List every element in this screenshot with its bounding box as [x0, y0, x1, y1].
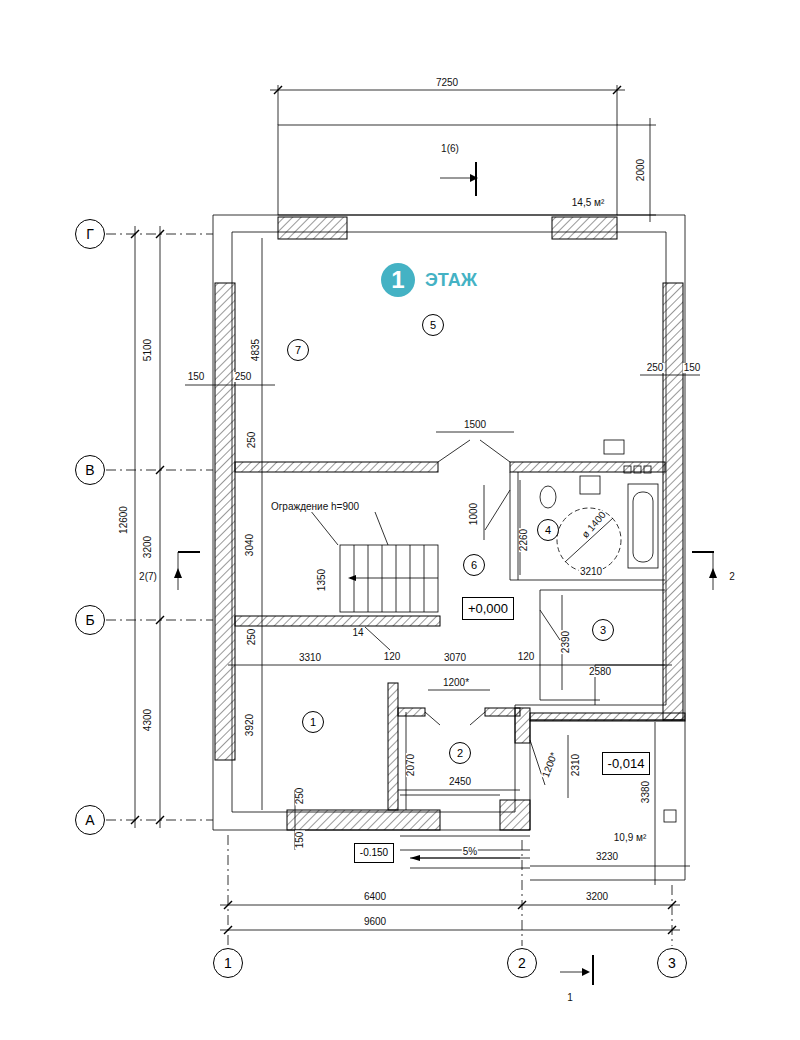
dimension-label: 3070 — [443, 653, 467, 663]
node-text: 3 — [600, 625, 606, 636]
node-text: Б — [85, 613, 94, 627]
dimension-label: 2070 — [406, 753, 416, 777]
axis-bubble: 2 — [507, 948, 537, 978]
dimension-label: 3920 — [245, 713, 255, 737]
dimension-label: 5% — [462, 847, 478, 857]
dimension-label: 2390 — [561, 630, 571, 654]
axis-bubble: А — [75, 805, 105, 835]
dimension-label: 1 — [566, 993, 574, 1003]
node-text: Г — [86, 227, 94, 241]
node-text: 4 — [545, 525, 551, 536]
level-mark: +0,000 — [462, 597, 514, 620]
room-number: 3 — [592, 619, 614, 641]
node-text: 5 — [430, 320, 436, 331]
axis-bubble: Б — [75, 605, 105, 635]
dimension-label: 5100 — [143, 338, 153, 362]
dimension-label: 14 — [351, 628, 364, 638]
node-text: -0,014 — [608, 757, 645, 770]
dimension-label: 6400 — [363, 892, 387, 902]
room-number: 5 — [422, 314, 444, 336]
dimension-label: 12600 — [119, 505, 129, 535]
dimension-label: 1200* — [540, 750, 559, 780]
dimension-label: 250 — [234, 372, 253, 382]
dimension-label: 10,9 м² — [613, 833, 647, 843]
dimension-label: 3310 — [298, 653, 322, 663]
level-mark: -0,014 — [602, 752, 651, 775]
dimension-label: 150 — [295, 831, 305, 850]
dimension-label: 120 — [383, 652, 402, 662]
dimension-label: 2580 — [588, 667, 612, 677]
axis-bubble: 3 — [657, 948, 687, 978]
node-text: 1 — [224, 956, 232, 970]
dimension-label: ø 1400 — [580, 509, 609, 541]
room-number: 7 — [287, 339, 309, 361]
node-heading: ЭТАЖ — [425, 271, 477, 289]
node-text: 1 — [310, 717, 316, 728]
node-text: -0.150 — [360, 848, 388, 858]
dimension-label: 150 — [187, 372, 206, 382]
dimension-label: 3040 — [245, 533, 255, 557]
dimension-label: 3230 — [595, 852, 619, 862]
room-number: 2 — [449, 742, 471, 764]
dimension-label: 2450 — [448, 777, 472, 787]
dimension-label: 2(7) — [138, 572, 158, 582]
room-number: 1 — [302, 711, 324, 733]
node-text: 2 — [457, 748, 463, 759]
node-text: А — [85, 813, 94, 827]
dimension-label: 2000 — [636, 158, 646, 182]
node-text: 1 — [391, 268, 404, 292]
dimension-label: 2310 — [571, 753, 581, 777]
dimension-label: 250 — [295, 787, 305, 806]
dimension-label: 2260 — [519, 528, 529, 552]
room-number: 4 — [537, 519, 559, 541]
dimension-label: 7250 — [435, 78, 459, 88]
dimension-label: 1000 — [469, 502, 479, 526]
dimension-label: 3210 — [579, 567, 603, 577]
dimension-label: 4300 — [143, 708, 153, 732]
node-text: 2 — [518, 956, 526, 970]
dimension-label: 1200* — [442, 678, 470, 688]
room-number: 6 — [463, 554, 485, 576]
level-mark: -0.150 — [354, 843, 394, 863]
dimension-label: 150 — [683, 363, 702, 373]
dimension-label: 3200 — [143, 535, 153, 559]
dimension-label: 14,5 м² — [571, 198, 605, 208]
dimension-label: 2 — [728, 572, 736, 582]
dimension-label: 1350 — [317, 568, 327, 592]
axis-bubble: В — [75, 455, 105, 485]
dimension-label: 3380 — [641, 780, 651, 804]
floor-logo: 1ЭТАЖ — [381, 263, 415, 297]
dimension-label: 1500 — [463, 420, 487, 430]
node-text: +0,000 — [468, 602, 508, 615]
node-text: 3 — [668, 956, 676, 970]
node-text: 6 — [471, 560, 477, 571]
dimension-label: 9600 — [363, 917, 387, 927]
axis-bubble: 1 — [213, 948, 243, 978]
dimension-label: 1(6) — [440, 144, 460, 154]
node-text: В — [85, 463, 94, 477]
dimension-label: 250 — [646, 363, 665, 373]
node-text: 7 — [295, 345, 301, 356]
dimension-label: 120 — [517, 652, 536, 662]
dimension-label: 250 — [247, 628, 257, 647]
dimension-label: 4835 — [251, 338, 261, 362]
dimension-label: 3200 — [585, 892, 609, 902]
axis-bubble: Г — [75, 219, 105, 249]
dimension-label: Ограждение h=900 — [270, 502, 360, 512]
dimension-label: 250 — [247, 431, 257, 450]
